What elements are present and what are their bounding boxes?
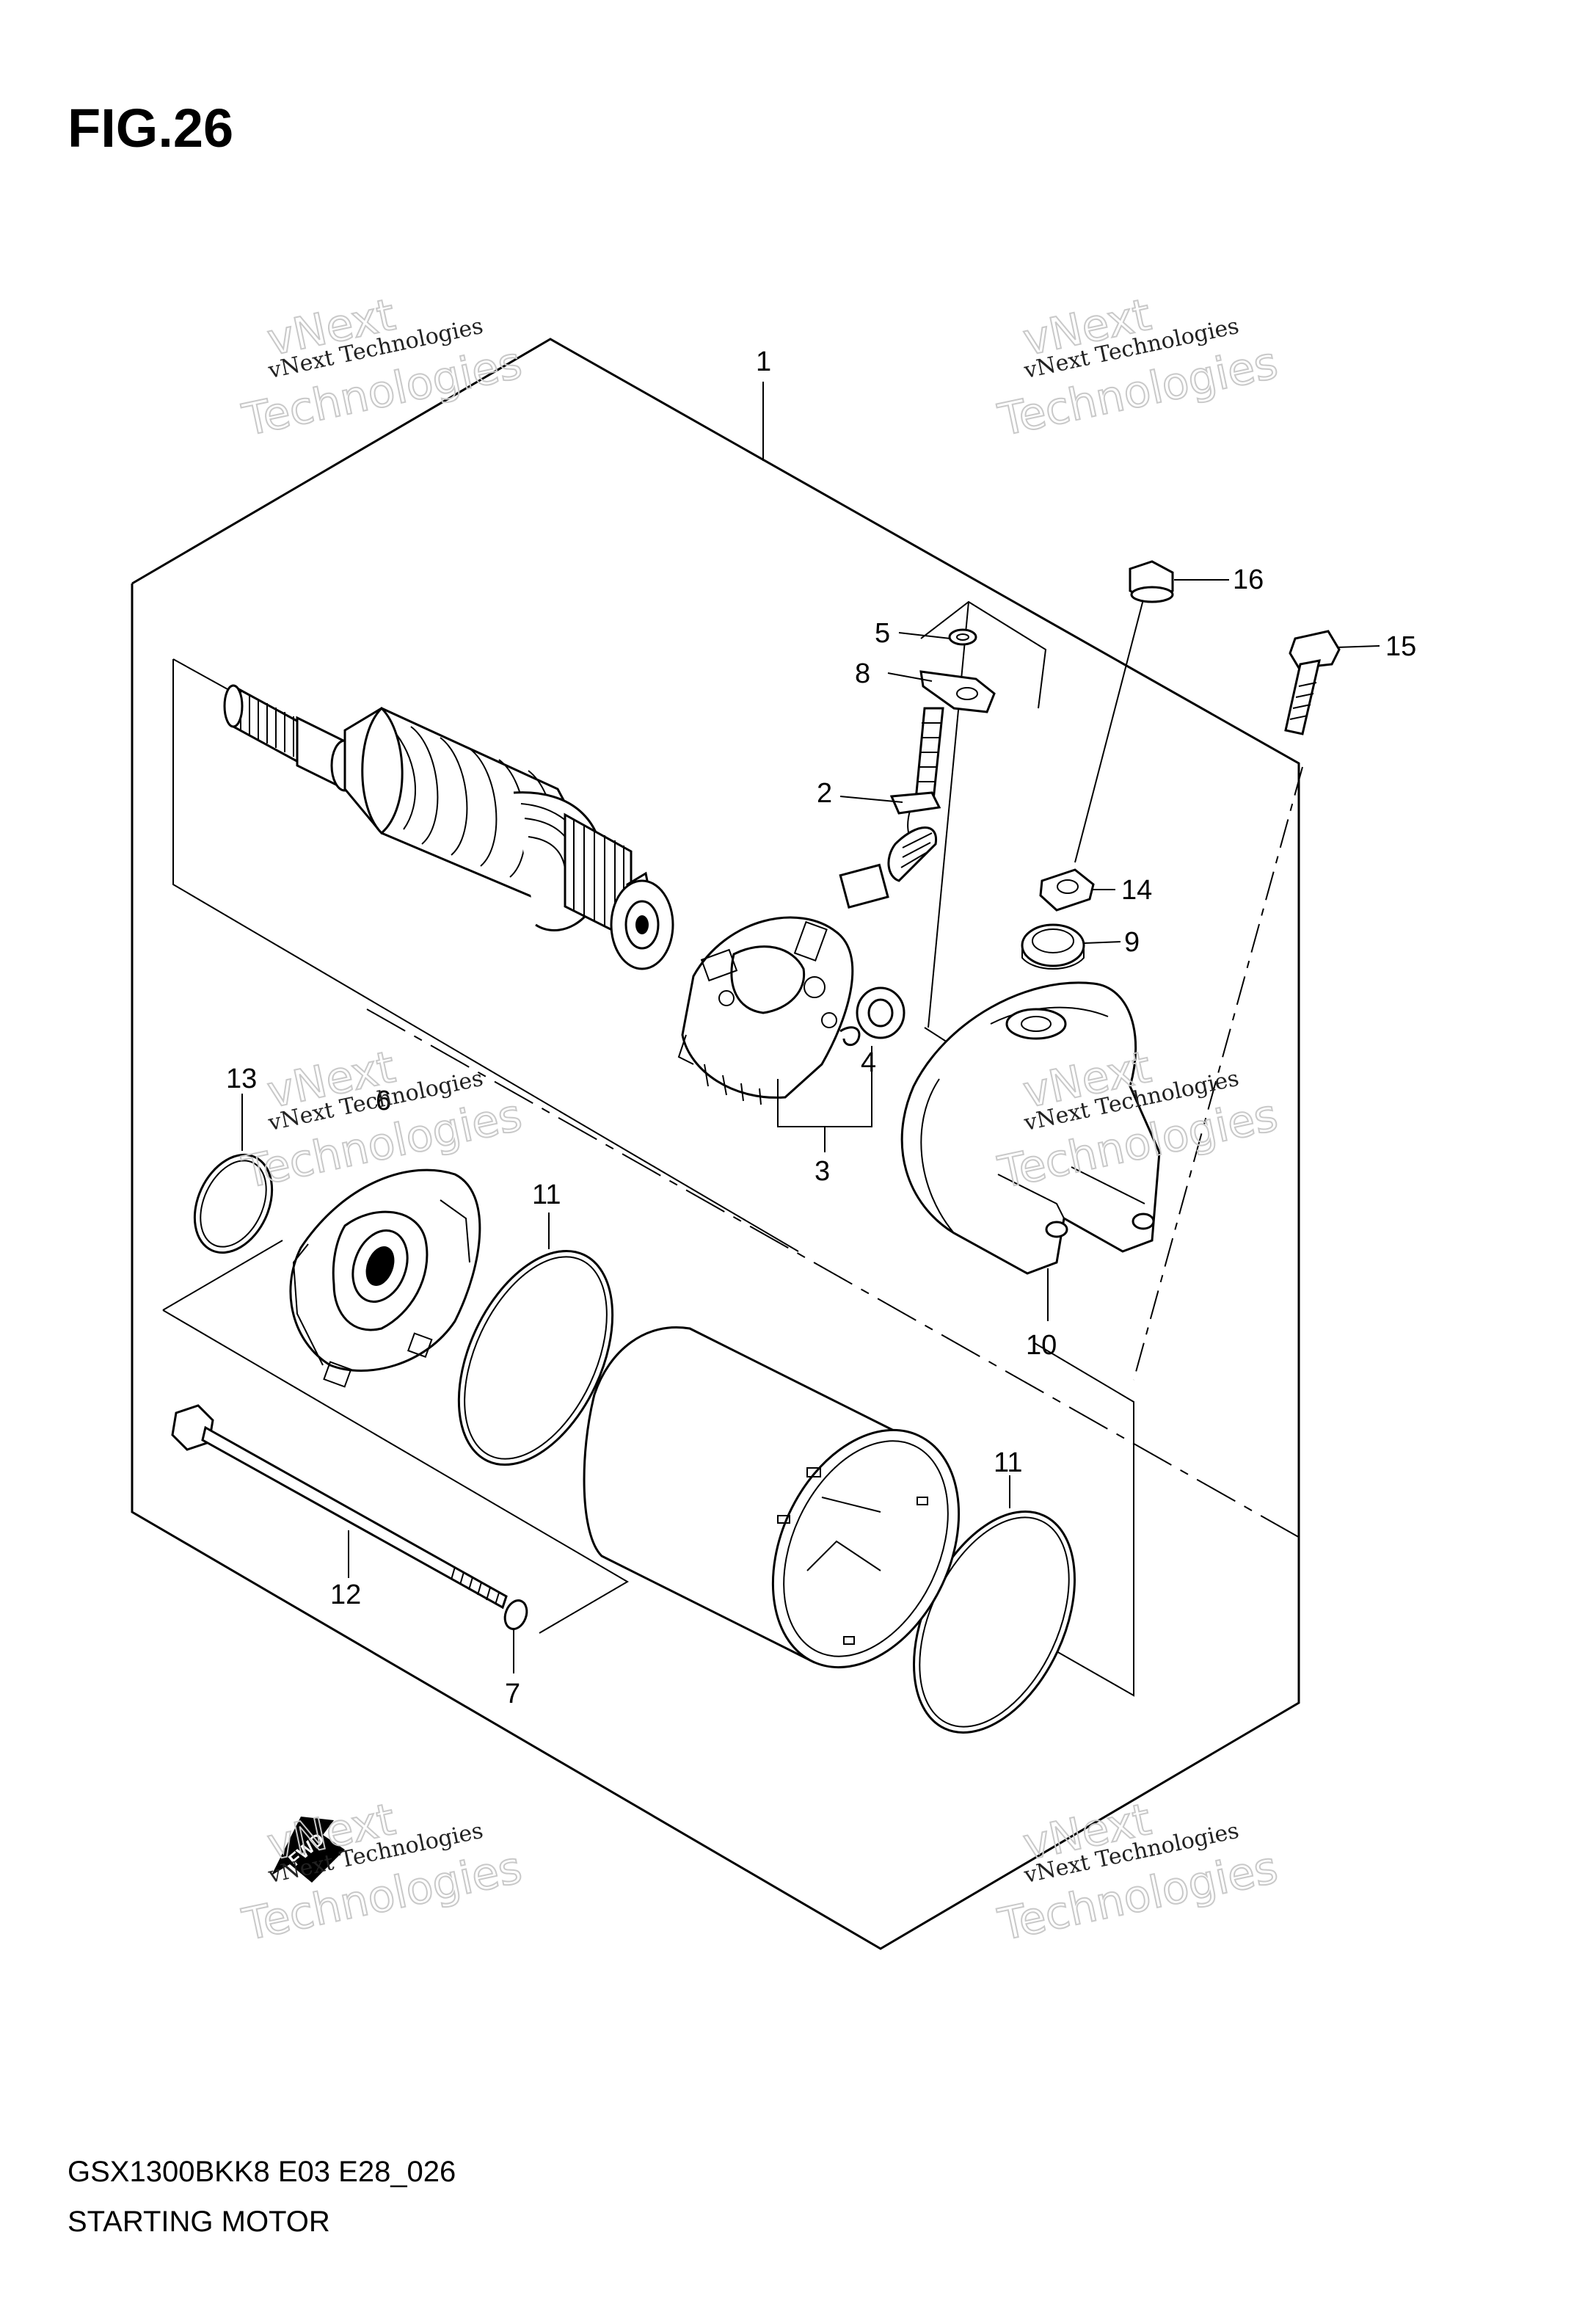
assembly-axis-line — [366, 1008, 1307, 1542]
figure-title: FIG.26 — [68, 98, 233, 159]
nut-16 — [1129, 560, 1174, 603]
bolt-15 — [1284, 630, 1341, 735]
callout-1: 1 — [756, 346, 771, 377]
section-name: STARTING MOTOR — [68, 2206, 330, 2238]
callout-15: 15 — [1385, 631, 1416, 662]
callout-8: 8 — [855, 658, 870, 689]
model-code: GSX1300BKK8 E03 E28_026 — [68, 2156, 456, 2188]
nut-axis-line — [1074, 579, 1149, 863]
watermark-top-right: vNext vNext Technologies Technologies — [994, 288, 1283, 447]
front-direction-arrow: FWD — [272, 1817, 345, 1883]
front-bracket-6 — [289, 1168, 481, 1388]
brush-spring — [839, 1026, 861, 1047]
watermark-bottom-left: vNext vNext Technologies Technologies — [238, 1793, 528, 1952]
assembly-outline — [131, 338, 1300, 1950]
callout-11-front: 11 — [532, 1179, 561, 1210]
watermark-top-left: vNext vNext Technologies Technologies — [238, 288, 528, 447]
washer-5 — [948, 628, 977, 646]
watermark-bottom-right: vNext vNext Technologies Technologies — [994, 1793, 1283, 1952]
callout-13: 13 — [226, 1064, 257, 1094]
callout-9: 9 — [1124, 927, 1140, 958]
callout-14: 14 — [1121, 875, 1152, 906]
oil-seal-9 — [1021, 923, 1085, 970]
housing-group-outline — [162, 1240, 1134, 1697]
callout-5: 5 — [875, 618, 890, 649]
washer-7 — [503, 1599, 528, 1630]
bolt-axis-line — [1133, 766, 1303, 1381]
brush-plate — [677, 916, 854, 1105]
bearing-4 — [856, 986, 906, 1039]
terminal-plate-8 — [919, 670, 996, 713]
nut-14 — [1039, 868, 1095, 912]
callout-labels: 1 2 3 4 5 6 7 8 9 10 11 11 12 13 14 15 1… — [226, 346, 1416, 1709]
armature — [223, 684, 674, 970]
callout-6: 6 — [376, 1086, 391, 1116]
callout-2: 2 — [817, 778, 832, 809]
watermark-mid-left: vNext vNext Technologies Technologies — [238, 1041, 528, 1199]
end-cover-10 — [900, 981, 1161, 1275]
callout-7: 7 — [505, 1679, 520, 1709]
callout-3: 3 — [815, 1156, 830, 1187]
callout-16: 16 — [1233, 564, 1264, 595]
callout-11-rear: 11 — [994, 1447, 1022, 1478]
through-bolt-12 — [171, 1404, 508, 1610]
callout-12: 12 — [330, 1579, 361, 1610]
leader-lines — [241, 382, 1380, 1673]
callout-10: 10 — [1026, 1330, 1057, 1361]
brush-terminal-bolt — [839, 707, 944, 909]
yoke-housing — [583, 1326, 961, 1669]
callout-4: 4 — [861, 1047, 876, 1078]
